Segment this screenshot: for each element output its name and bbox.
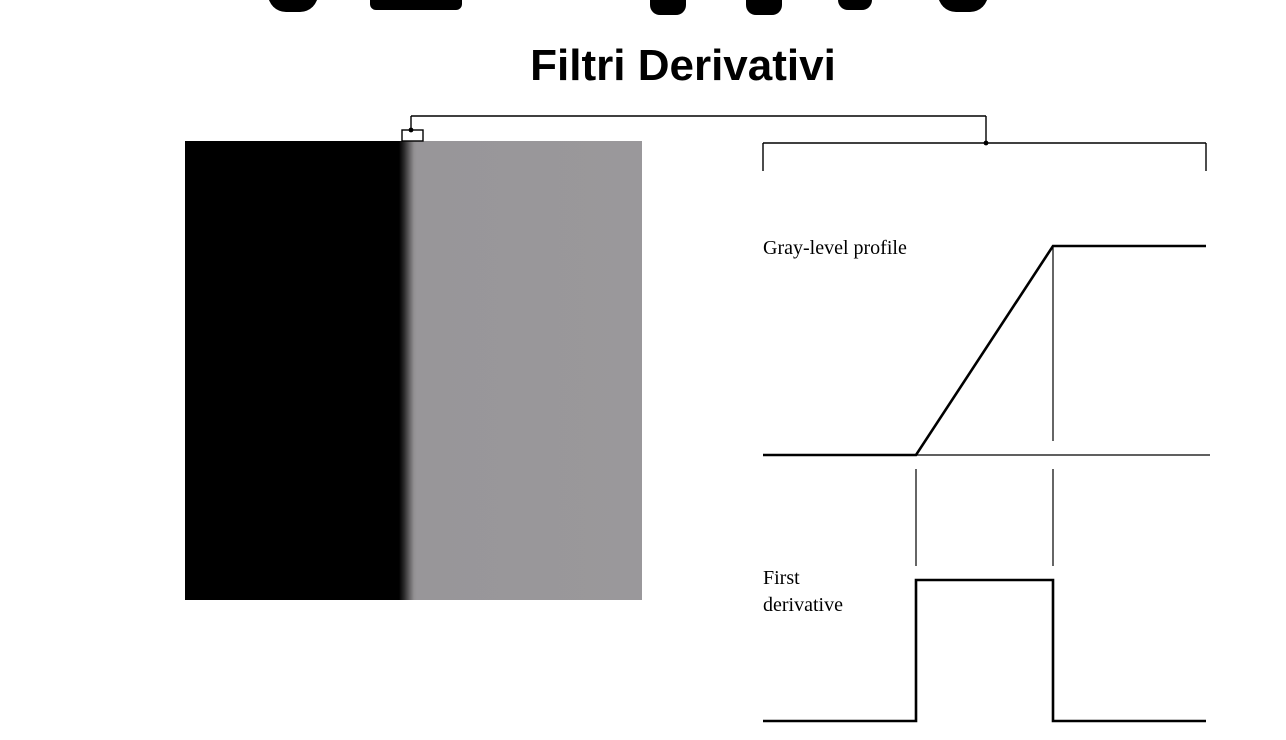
slide-title: Filtri Derivativi: [530, 41, 836, 90]
first-derivative-label: derivative: [763, 594, 843, 616]
gray-level-profile-label: Gray-level profile: [763, 237, 907, 259]
connector-bracket: [401, 115, 1207, 171]
clipped-previous-heading: [0, 0, 1286, 22]
first-derivative-curve: [763, 578, 1206, 723]
edge-ramp-image: [185, 141, 642, 600]
first-derivative-label: First: [763, 567, 800, 589]
gray-level-profile-curve: [763, 244, 1206, 457]
connector-dot: [408, 127, 414, 133]
connector-dot: [983, 140, 989, 146]
